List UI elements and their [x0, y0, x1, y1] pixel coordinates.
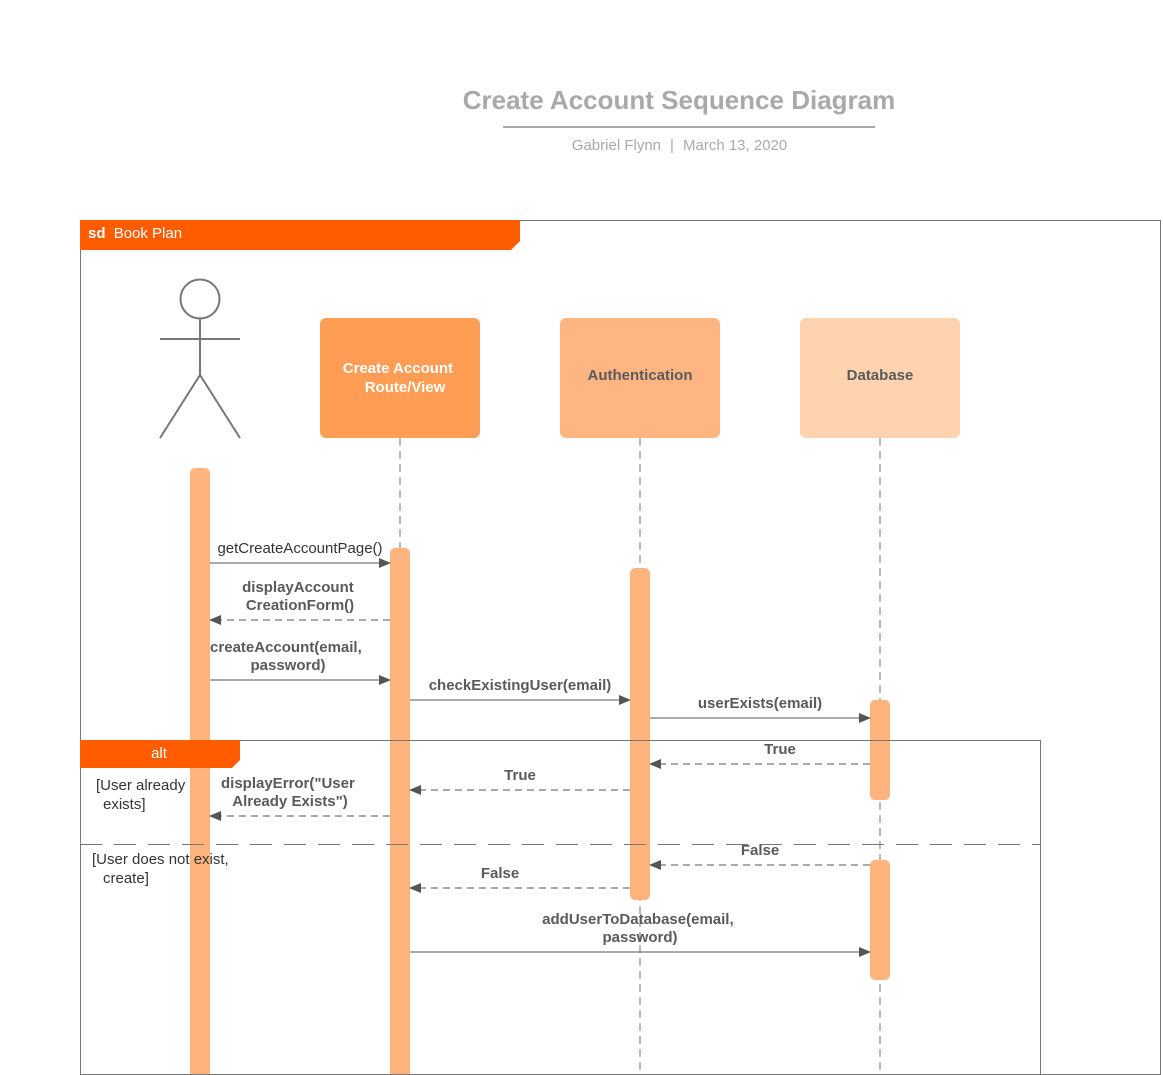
diagram-title: Create Account Sequence Diagram [463, 85, 896, 115]
activation-bar-database-2 [870, 860, 890, 980]
message-display-account-creation-form: displayAccount CreationForm() [209, 579, 390, 625]
message-label-line2: Already Exists") [232, 793, 348, 810]
sd-frame-name: Book Plan [114, 225, 182, 242]
guard-line1: [User already [96, 777, 186, 794]
message-label-line2: CreationForm() [246, 597, 354, 614]
message-label: displayError("User Already Exists") [221, 775, 359, 810]
message-check-existing-user: checkExistingUser(email) [410, 677, 631, 705]
user-actor-icon [159, 278, 241, 439]
message-db-return-true: True [649, 741, 870, 769]
lifeline-create-account-view: Create Account Route/View [320, 318, 480, 1075]
message-label: addUserToDatabase(email, password) [542, 911, 738, 946]
alt-guard-user-not-exists: [User does not exist, create] [92, 851, 233, 887]
activation-bar-authentication [630, 568, 650, 900]
message-auth-return-false: False [409, 865, 630, 893]
lifeline-box-authentication [560, 318, 720, 438]
activation-bar-create-account-view [390, 548, 410, 1075]
message-label: getCreateAccountPage() [217, 540, 382, 557]
message-label-line2: password) [250, 657, 325, 674]
lifeline-label-database: Database [847, 367, 914, 384]
guard-line1: [User does not exist, [92, 851, 229, 868]
activation-bar-user [190, 468, 210, 1075]
message-label-line2: password) [602, 929, 677, 946]
message-label: False [481, 865, 519, 882]
alt-fragment-label: alt [151, 745, 168, 762]
lifeline-label-create-account-view: Create Account Route/View [343, 360, 457, 396]
lifeline-label-authentication: Authentication [588, 367, 693, 384]
message-user-exists: userExists(email) [650, 695, 871, 723]
alt-fragment-tab [80, 740, 240, 768]
guard-line2: create] [103, 870, 149, 887]
message-label: True [504, 767, 536, 784]
message-label-line1: displayError("User [221, 775, 355, 792]
message-create-account: createAccount(email, password) [210, 639, 391, 685]
sd-keyword: sd [88, 225, 106, 242]
activation-bars [190, 468, 890, 1075]
alt-fragment: alt [User already exists] [User does not… [80, 740, 1041, 1075]
sd-frame-label: sd Book Plan [88, 225, 182, 242]
message-db-return-false: False [649, 842, 870, 870]
message-label: createAccount(email, password) [210, 639, 366, 674]
message-label: False [741, 842, 779, 859]
message-add-user-to-database: addUserToDatabase(email, password) [410, 911, 871, 957]
guard-line2: exists] [103, 796, 146, 813]
message-auth-return-true: True [409, 767, 630, 795]
activation-bar-database-1 [870, 700, 890, 800]
message-label-line1: createAccount(email, [210, 639, 362, 656]
lifeline-box-create-account-view [320, 318, 480, 438]
diagram-header: Create Account Sequence Diagram Gabriel … [463, 85, 896, 154]
lifeline-box-database [800, 318, 960, 438]
message-label: displayAccount CreationForm() [242, 579, 358, 614]
message-label-line1: addUserToDatabase(email, [542, 911, 733, 928]
message-label: checkExistingUser(email) [429, 677, 612, 694]
sd-frame-tab [80, 220, 520, 250]
lifeline-label-line2: Route/View [365, 379, 446, 396]
diagram-author: Gabriel Flynn [572, 137, 661, 154]
lifeline-label-line1: Create Account [343, 360, 453, 377]
message-display-error: displayError("User Already Exists") [209, 775, 390, 821]
message-label-line1: displayAccount [242, 579, 354, 596]
header-separator: | [670, 137, 674, 154]
message-label: True [764, 741, 796, 758]
message-get-create-account-page: getCreateAccountPage() [210, 540, 391, 568]
diagram-date: March 13, 2020 [683, 137, 787, 154]
alt-guard-user-exists: [User already exists] [96, 777, 189, 813]
message-label: userExists(email) [698, 695, 822, 712]
